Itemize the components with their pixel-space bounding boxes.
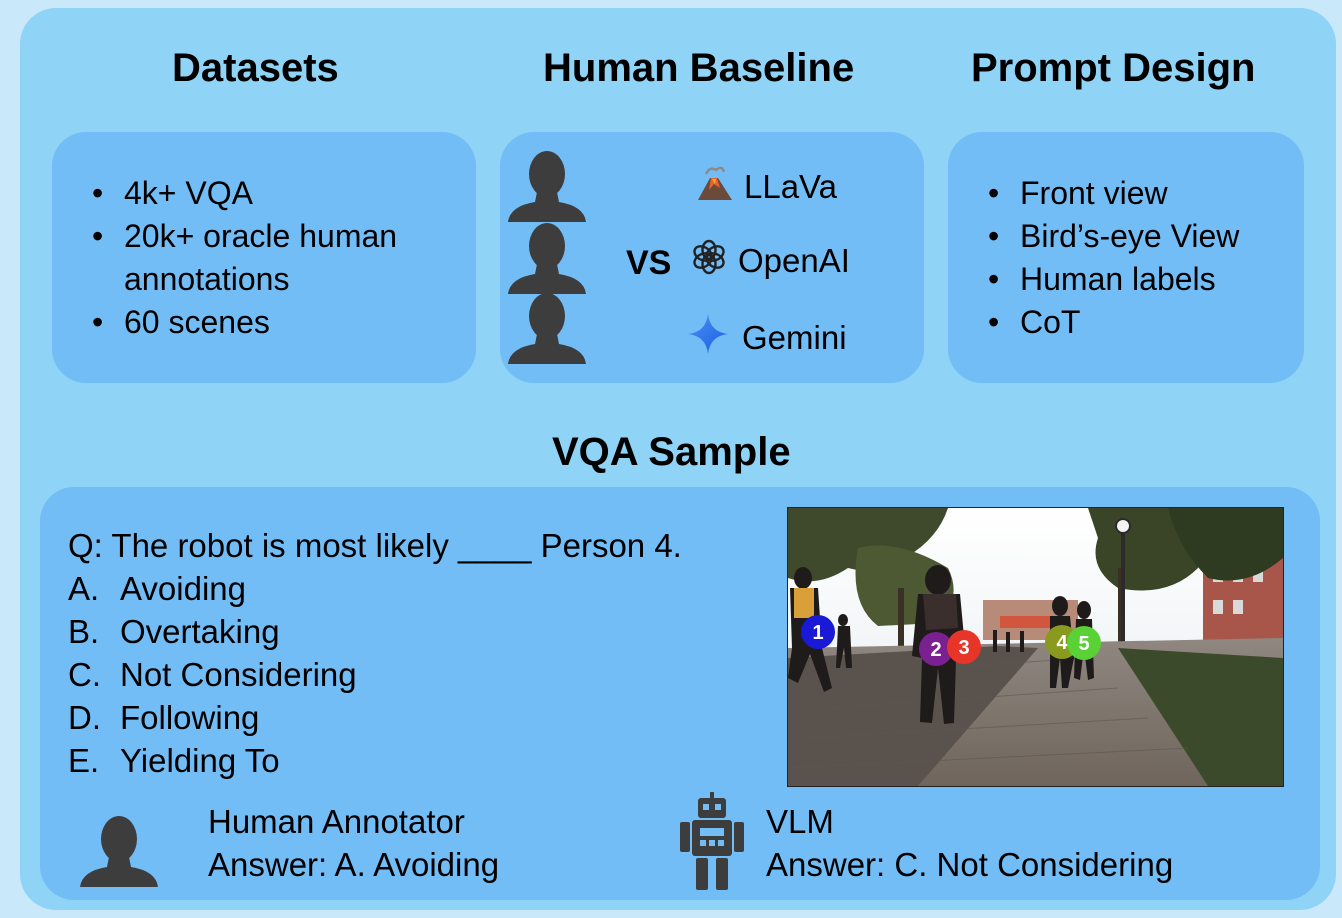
- person-marker-2: 2: [919, 632, 953, 666]
- openai-logo-icon: [690, 238, 728, 284]
- datasets-panel: 4k+ VQA 20k+ oracle human annotations 60…: [52, 132, 476, 383]
- person-silhouette-icon: [508, 151, 586, 222]
- human-annotator-label: Human Annotator: [208, 803, 465, 840]
- vqa-heading: VQA Sample: [552, 430, 791, 474]
- datasets-list: 4k+ VQA 20k+ oracle human annotations 60…: [88, 172, 458, 344]
- prompt-design-item: Front view: [984, 172, 1304, 215]
- model-llava: LLaVa: [696, 164, 837, 210]
- datasets-item: 60 scenes: [88, 301, 458, 344]
- robot-icon: [680, 792, 744, 890]
- vqa-option: C. Not Considering: [68, 653, 682, 696]
- scene-photo: 1 2 3 4 5: [787, 507, 1284, 787]
- prompt-design-list: Front view Bird’s-eye View Human labels …: [984, 172, 1304, 344]
- person-marker-3: 3: [947, 630, 981, 664]
- marker-circle: [1067, 626, 1101, 660]
- datasets-heading: Datasets: [172, 46, 339, 90]
- marker-circle: [919, 632, 953, 666]
- vqa-option: E. Yielding To: [68, 739, 682, 782]
- model-name: LLaVa: [744, 168, 837, 205]
- gemini-sparkle-icon: [686, 312, 730, 364]
- datasets-item: 20k+ oracle human annotations: [88, 215, 458, 301]
- model-name: Gemini: [742, 319, 847, 356]
- option-letter: E.: [68, 742, 100, 779]
- option-letter: C.: [68, 656, 101, 693]
- person-silhouette-icon: [508, 293, 586, 364]
- human-baseline-panel: VS LLaVa Open: [500, 132, 924, 383]
- marker-label: 2: [930, 639, 941, 661]
- model-name: OpenAI: [738, 242, 850, 279]
- human-annotator-answer: Answer: A. Avoiding: [208, 846, 500, 883]
- prompt-design-item: Human labels: [984, 258, 1304, 301]
- option-text: Avoiding: [120, 570, 246, 607]
- prompt-design-panel: Front view Bird’s-eye View Human labels …: [948, 132, 1304, 383]
- vqa-option: A. Avoiding: [68, 567, 682, 610]
- vqa-question: Q: The robot is most likely ____ Person …: [68, 527, 682, 564]
- option-text: Following: [120, 699, 260, 736]
- vlm-block: VLM Answer: C. Not Considering: [766, 800, 1173, 886]
- marker-label: 3: [958, 637, 969, 659]
- person-marker-5: 5: [1067, 626, 1101, 660]
- vlm-answer: Answer: C. Not Considering: [766, 846, 1174, 883]
- model-gemini: Gemini: [686, 312, 847, 364]
- option-text: Yielding To: [120, 742, 280, 779]
- option-text: Not Considering: [120, 656, 357, 693]
- volcano-icon: [696, 164, 734, 210]
- vqa-option: D. Following: [68, 696, 682, 739]
- marker-circle: [801, 615, 835, 649]
- marker-label: 4: [1056, 632, 1068, 654]
- option-text: Overtaking: [120, 613, 280, 650]
- vqa-question-block: Q: The robot is most likely ____ Person …: [68, 524, 682, 782]
- marker-label: 5: [1078, 633, 1089, 655]
- person-silhouette-icon: [508, 223, 586, 294]
- model-openai: OpenAI: [690, 238, 850, 284]
- marker-label: 1: [812, 622, 823, 644]
- human-annotator-block: Human Annotator Answer: A. Avoiding: [208, 800, 499, 886]
- human-baseline-heading: Human Baseline: [543, 46, 855, 90]
- person-silhouette-icon: [80, 816, 158, 887]
- vlm-label: VLM: [766, 803, 834, 840]
- option-letter: D.: [68, 699, 101, 736]
- prompt-design-heading: Prompt Design: [971, 46, 1256, 90]
- campus-walkway-scene: 1 2 3 4 5: [788, 508, 1283, 786]
- vqa-option: B. Overtaking: [68, 610, 682, 653]
- datasets-item: 4k+ VQA: [88, 172, 458, 215]
- option-letter: B.: [68, 613, 100, 650]
- person-marker-1: 1: [801, 615, 835, 649]
- vs-label: VS: [626, 244, 672, 282]
- prompt-design-item: Bird’s-eye View: [984, 215, 1304, 258]
- prompt-design-item: CoT: [984, 301, 1304, 344]
- option-letter: A.: [68, 570, 100, 607]
- marker-circle: [947, 630, 981, 664]
